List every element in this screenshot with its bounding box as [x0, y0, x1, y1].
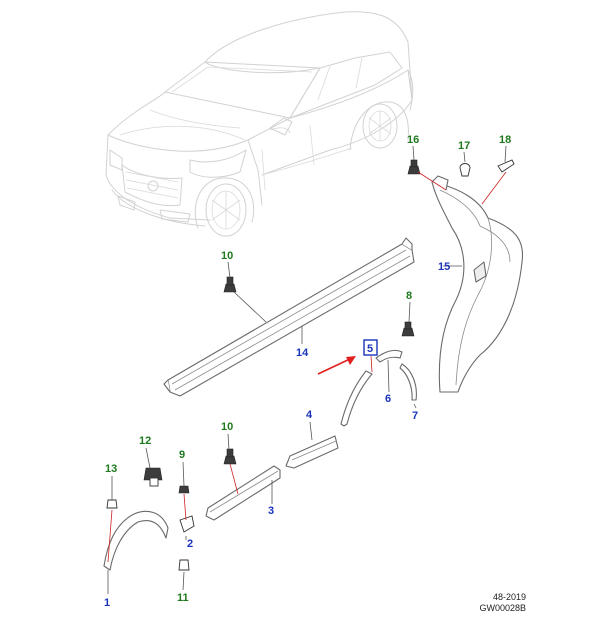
callout-9[interactable]: 9 [179, 449, 185, 461]
part-7-arch-strip[interactable] [399, 363, 417, 401]
clip-10-upper[interactable] [223, 276, 237, 293]
clip-11[interactable] [178, 559, 190, 571]
vehicle-illustration [105, 11, 414, 237]
diagram-date-code: 48-2019 [492, 592, 526, 602]
callout-1[interactable]: 1 [104, 597, 110, 609]
callout-5[interactable]: 5 [367, 343, 373, 355]
part-6-arch-trim[interactable] [375, 349, 403, 363]
clip-18[interactable] [497, 159, 515, 173]
part-14-side-sill-moulding[interactable] [163, 237, 415, 397]
part-15-rear-wheel-arch-moulding[interactable] [431, 175, 524, 393]
part-1-front-wheel-arch-moulding[interactable] [103, 510, 169, 571]
callout-2[interactable]: 2 [187, 538, 193, 550]
callout-15[interactable]: 15 [438, 261, 450, 273]
callout-5-highlight-box [363, 339, 378, 356]
clip-13[interactable] [106, 499, 118, 509]
callout-13[interactable]: 13 [105, 463, 117, 475]
clip-10-lower[interactable] [223, 448, 237, 465]
callout-10-upper[interactable]: 10 [221, 250, 233, 262]
clip-8[interactable] [401, 321, 415, 337]
callout-11[interactable]: 11 [177, 592, 189, 604]
callout-6[interactable]: 6 [385, 393, 391, 405]
clip-12[interactable] [143, 467, 163, 487]
callout-7[interactable]: 7 [412, 410, 418, 422]
callout-16[interactable]: 16 [407, 134, 419, 146]
callout-17[interactable]: 17 [458, 140, 470, 152]
part-3-front-door-moulding[interactable] [205, 465, 281, 521]
bracket-2[interactable] [179, 515, 195, 533]
callout-18[interactable]: 18 [499, 134, 511, 146]
callout-14[interactable]: 14 [296, 347, 309, 359]
callout-8[interactable]: 8 [406, 290, 412, 302]
highlight-arrow [317, 356, 356, 375]
clip-17[interactable] [459, 163, 471, 177]
clip-9[interactable] [178, 485, 190, 494]
callout-10-lower[interactable]: 10 [221, 421, 233, 433]
diagram-drawing-code: GW00028B [479, 603, 526, 613]
callout-3[interactable]: 3 [268, 505, 274, 517]
part-4-door-moulding[interactable] [285, 435, 339, 469]
callout-4[interactable]: 4 [306, 409, 313, 421]
callout-12[interactable]: 12 [139, 435, 151, 447]
part-5-door-strip[interactable] [340, 370, 373, 427]
leader-lines [107, 145, 507, 594]
